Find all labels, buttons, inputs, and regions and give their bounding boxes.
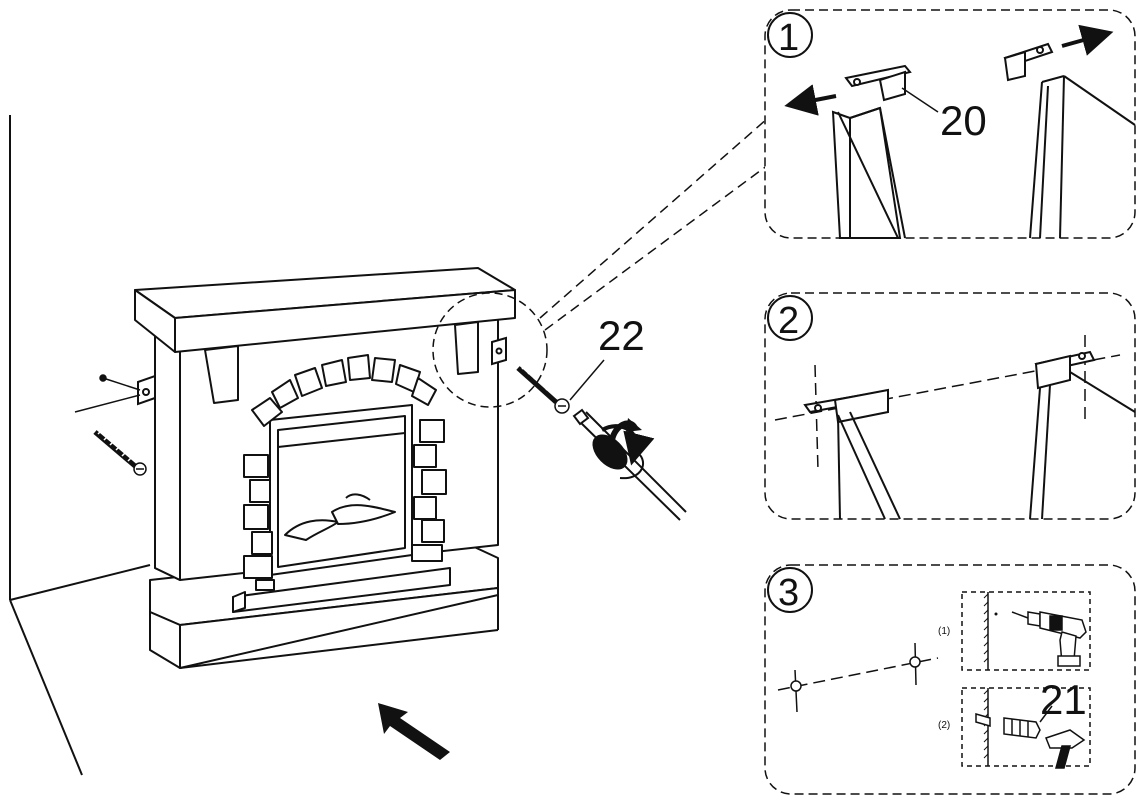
label-leader [1039,705,1053,723]
detail-callout-circle [432,292,548,408]
fireplace-surround [134,267,516,669]
wall-plug-icon [975,713,1041,739]
svg-text:(1): (1) [938,626,950,637]
callout-leader [539,117,769,319]
wall-bracket-icon [491,336,507,366]
room-corner [9,115,151,776]
screwdriver-icon [572,408,687,521]
wall-bracket-icon [137,374,156,406]
svg-text:3: 3 [778,572,799,614]
drill-icon [1011,611,1087,667]
part-20-label: 20 [940,97,987,144]
step-2-panel: 2 [764,292,1136,520]
step-1-panel: 1 20 [764,9,1136,239]
hammer-icon [1045,729,1086,769]
label-leader [569,359,605,401]
part-21-label: 21 [1040,676,1087,723]
svg-text:1: 1 [778,17,799,59]
part-22-label: 22 [598,312,645,359]
screw-icon [516,364,570,414]
label-leader [901,87,939,113]
push-arrow-icon [378,703,450,760]
callout-leader [544,164,769,331]
rotate-arrow-icon [609,418,642,441]
step-3-panel: 3 (1) (2) [764,564,1136,795]
screw-icon [74,374,147,476]
svg-text:2: 2 [778,300,799,342]
svg-text:(2): (2) [938,720,950,731]
